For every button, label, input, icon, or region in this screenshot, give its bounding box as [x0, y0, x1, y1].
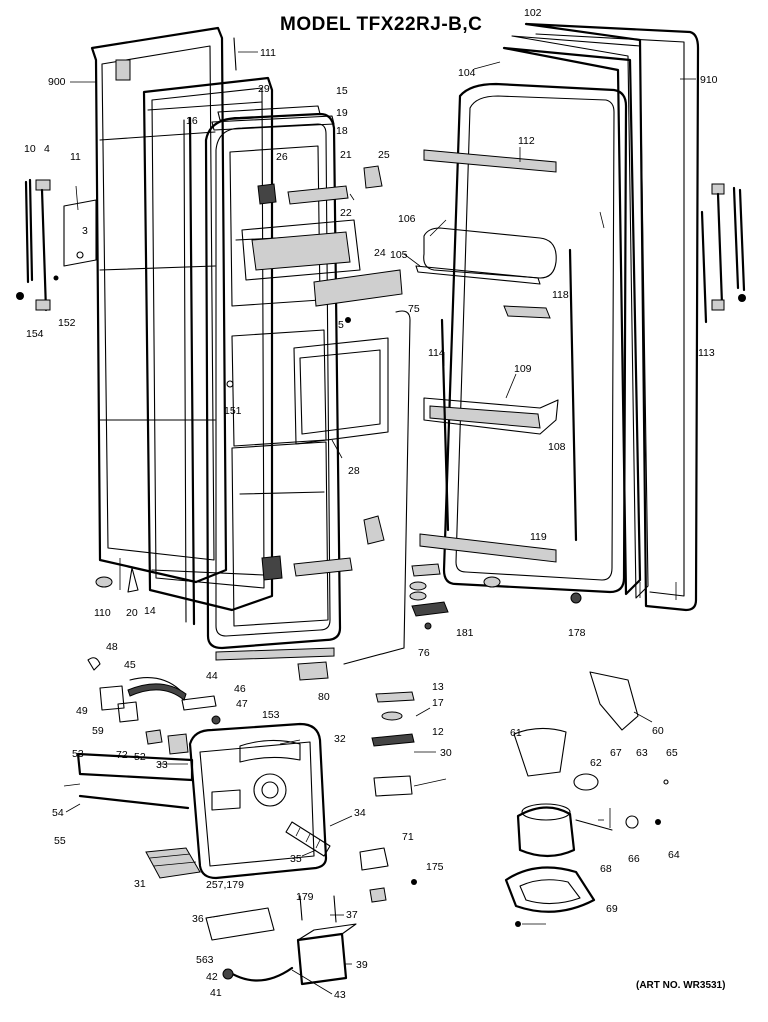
part-label: 105 [390, 249, 408, 261]
part-label: 12 [432, 726, 444, 738]
freezer-outer-door [90, 26, 228, 584]
part-label: 15 [336, 85, 348, 97]
part-label: 13 [432, 681, 444, 693]
part-label: 20 [126, 607, 138, 619]
part-label: 41 [210, 987, 222, 999]
part-label: 563 [196, 954, 214, 966]
part-label: 10 [24, 143, 36, 155]
part-label: 33 [156, 759, 168, 771]
part-label: 59 [92, 725, 104, 737]
part-label: 48 [106, 641, 118, 653]
part-label: 61 [510, 727, 522, 739]
part-label: 16 [186, 115, 198, 127]
part-label: 32 [334, 733, 346, 745]
part-label: 14 [144, 605, 156, 617]
part-label: 71 [402, 831, 414, 843]
part-label: 31 [134, 878, 146, 890]
part-label: 112 [518, 135, 535, 147]
part-label: 102 [524, 7, 542, 19]
part-label: 17 [432, 697, 444, 709]
part-label: 25 [378, 149, 390, 161]
part-label: 45 [124, 659, 136, 671]
part-label: 55 [54, 835, 66, 847]
part-label: 49 [76, 705, 88, 717]
dispenser-assembly [188, 722, 328, 880]
part-label: 68 [600, 863, 612, 875]
part-label: 26 [276, 151, 288, 163]
part-label: 28 [348, 465, 360, 477]
part-label: 43 [334, 989, 346, 1001]
part-label: 39 [356, 959, 368, 971]
part-label: 37 [346, 909, 358, 921]
part-label: 29 [258, 83, 270, 95]
part-label: 3 [82, 225, 88, 237]
part-label: 72 [116, 749, 128, 761]
part-label: 35 [290, 853, 302, 865]
part-label: 104 [458, 67, 476, 79]
part-label: 257,179 [206, 879, 244, 891]
part-label: 5 [338, 319, 344, 331]
part-label: 175 [426, 861, 444, 873]
part-label: 152 [58, 317, 76, 329]
part-label: 18 [336, 125, 348, 137]
part-label: 151 [224, 405, 242, 417]
part-label: 30 [440, 747, 452, 759]
part-label: 44 [206, 670, 218, 682]
part-number-labels: 900 111 29 15 19 18 16 11 10 4 3 152 154… [24, 7, 718, 1001]
part-label: 910 [700, 74, 718, 86]
part-label: 110 [94, 607, 111, 619]
part-label: 62 [590, 757, 602, 769]
part-label: 42 [206, 971, 218, 983]
part-label: 109 [514, 363, 532, 375]
freezer-door-liner [142, 76, 274, 612]
part-label: 63 [636, 747, 648, 759]
part-label: 111 [260, 47, 276, 59]
part-label: 69 [606, 903, 618, 915]
part-label: 11 [70, 151, 81, 163]
part-label: 75 [408, 303, 420, 315]
part-label: 34 [354, 807, 366, 819]
part-label: 46 [234, 683, 246, 695]
part-label: 76 [418, 647, 430, 659]
part-label: 19 [336, 107, 348, 119]
fresh-food-door-liner [442, 82, 628, 594]
leader-lines [63, 51, 696, 995]
part-label: 36 [192, 913, 204, 925]
part-label: 181 [456, 627, 474, 639]
part-label: 67 [610, 747, 622, 759]
part-label: 54 [52, 807, 64, 819]
part-label: 114 [428, 347, 445, 359]
part-label: 21 [340, 149, 352, 161]
art-number: (ART NO. WR3531) [636, 980, 726, 991]
part-label: 66 [628, 853, 640, 865]
part-label: 154 [26, 328, 44, 340]
part-label: 52 [134, 751, 146, 763]
part-label: 53 [72, 748, 84, 760]
part-label: 65 [666, 747, 678, 759]
part-label: 47 [236, 698, 248, 710]
part-label: 178 [568, 627, 586, 639]
part-label: 108 [548, 441, 566, 453]
part-label: 106 [398, 213, 416, 225]
part-label: 24 [374, 247, 386, 259]
part-label: 118 [552, 289, 569, 301]
part-label: 80 [318, 691, 330, 703]
part-label: 4 [44, 143, 50, 155]
part-label: 113 [698, 347, 715, 359]
part-label: 179 [296, 891, 314, 903]
model-title: MODEL TFX22RJ-B,C [280, 14, 483, 35]
part-label: 64 [668, 849, 680, 861]
part-label: 119 [530, 531, 547, 543]
part-label: 60 [652, 725, 664, 737]
part-label: 153 [262, 709, 280, 721]
part-label: 22 [340, 207, 352, 219]
part-label: 900 [48, 76, 66, 88]
